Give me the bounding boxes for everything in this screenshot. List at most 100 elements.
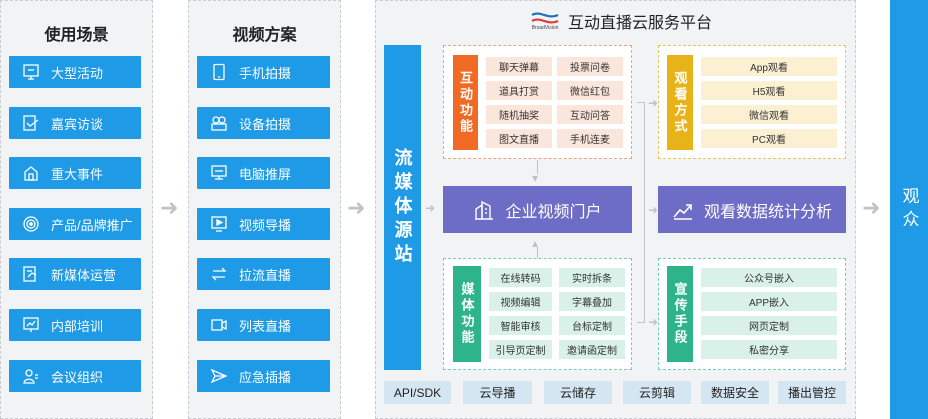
interactive-cell: 道具打赏 — [486, 81, 552, 100]
scene-item-new-media[interactable]: 新媒体运营 — [9, 258, 141, 290]
portal-label: 企业视频门户 — [505, 203, 602, 221]
interactive-tag: 互动功能 — [453, 55, 478, 150]
flow-arrow-3: ➜ — [862, 195, 881, 220]
video-director-icon — [209, 214, 229, 234]
viewing-cell: 微信观看 — [701, 105, 837, 124]
middle-bracket-top — [637, 102, 645, 103]
bracket-arrow-top: ➜ — [648, 96, 659, 110]
viewing-cell: H5观看 — [701, 81, 837, 100]
portal-buildings-icon — [475, 200, 494, 220]
scene-item-major-event[interactable]: 重大事件 — [9, 157, 141, 189]
analytics-box: 观看数据统计分析 — [658, 186, 846, 233]
media-up-arrow: ▴ — [532, 236, 539, 250]
training-board-icon — [21, 315, 41, 335]
solution-label: 电脑推屏 — [239, 166, 292, 182]
promotion-cell: 私密分享 — [701, 340, 837, 359]
bottom-cloud-storage[interactable]: 云储存 — [544, 381, 612, 404]
solution-item-emergency[interactable]: 应急插播 — [197, 360, 330, 392]
scene-label: 内部培训 — [51, 318, 104, 334]
media-connector — [537, 246, 538, 258]
analytics-label: 观看数据统计分析 — [703, 203, 832, 221]
trend-chart-icon — [673, 203, 692, 220]
scene-label: 会议组织 — [51, 369, 104, 385]
solution-label: 列表直播 — [239, 318, 292, 334]
viewing-tag: 观看方式 — [667, 55, 693, 150]
bottom-cloud-director[interactable]: 云导播 — [463, 381, 532, 404]
solution-item-list-live[interactable]: 列表直播 — [197, 309, 330, 341]
broadvision-logo-icon: BroadVision — [530, 11, 560, 31]
flow-arrow-1: ➜ — [160, 195, 179, 220]
media-tag: 媒体功能 — [453, 266, 481, 362]
phone-icon — [209, 62, 229, 82]
solution-label: 视频导播 — [239, 217, 292, 233]
send-icon — [209, 366, 229, 386]
viewing-cell: PC观看 — [701, 129, 837, 148]
scene-label: 产品/品牌推广 — [51, 217, 133, 233]
media-cell: 实时拆条 — [559, 268, 625, 287]
bottom-api-sdk[interactable]: API/SDK — [384, 381, 451, 404]
scene-item-promotion[interactable]: 产品/品牌推广 — [9, 208, 141, 240]
media-cell: 字幕叠加 — [559, 292, 625, 311]
logo-text: BroadVision — [531, 25, 559, 31]
interactive-cell: 互动问答 — [557, 105, 623, 124]
interactive-down-arrow: ▾ — [532, 171, 539, 185]
solution-label: 拉流直播 — [239, 267, 292, 283]
target-icon — [21, 214, 41, 234]
platform-title: 互动直播云服务平台 — [568, 15, 713, 32]
meeting-icon — [21, 366, 41, 386]
scene-label: 嘉宾访谈 — [51, 116, 104, 132]
scene-item-meeting[interactable]: 会议组织 — [9, 360, 141, 392]
event-board-icon — [21, 62, 41, 82]
station-to-portal-arrow: ➜ — [425, 201, 436, 215]
media-station: 流媒体源站 — [384, 45, 421, 370]
solution-item-screen[interactable]: 电脑推屏 — [197, 157, 330, 189]
scene-item-interview[interactable]: 嘉宾访谈 — [9, 107, 141, 139]
video-list-icon — [209, 315, 229, 335]
solution-label: 应急插播 — [239, 369, 292, 385]
solution-label: 手机拍摄 — [239, 65, 292, 81]
media-cell: 视频编辑 — [489, 292, 552, 311]
promotion-tag: 宣传手段 — [667, 266, 693, 362]
swap-arrows-icon — [209, 264, 229, 284]
media-cell: 邀请函定制 — [559, 340, 625, 359]
solution-item-devices[interactable]: 设备拍摄 — [197, 107, 330, 139]
promotion-cell: 网页定制 — [701, 316, 837, 335]
scene-item-event[interactable]: 大型活动 — [9, 56, 141, 88]
middle-bracket-vertical — [644, 102, 645, 323]
solution-item-director[interactable]: 视频导播 — [197, 208, 330, 240]
bottom-broadcast-control[interactable]: 播出管控 — [778, 381, 846, 404]
bracket-arrow-mid: ➜ — [648, 203, 659, 217]
platform-header: BroadVision 互动直播云服务平台 — [530, 8, 712, 34]
solution-item-pull-stream[interactable]: 拉流直播 — [197, 258, 330, 290]
interactive-cell: 微信红包 — [557, 81, 623, 100]
solutions-title: 视频方案 — [232, 27, 297, 44]
media-cell: 智能审核 — [489, 316, 552, 335]
interactive-connector — [537, 160, 538, 174]
audience-box: 观众 — [890, 0, 928, 419]
media-icon — [21, 264, 41, 284]
promotion-cell: APP嵌入 — [701, 292, 837, 311]
interactive-cell: 聊天弹幕 — [486, 57, 552, 76]
promotion-cell: 公众号嵌入 — [701, 268, 837, 287]
interactive-cell: 随机抽奖 — [486, 105, 552, 124]
monitor-icon — [209, 163, 229, 183]
interactive-cell: 投票问卷 — [557, 57, 623, 76]
viewing-cell: App观看 — [701, 57, 837, 76]
media-cell: 引导页定制 — [489, 340, 552, 359]
scene-item-training[interactable]: 内部培训 — [9, 309, 141, 341]
bottom-data-security[interactable]: 数据安全 — [701, 381, 769, 404]
solution-item-phone[interactable]: 手机拍摄 — [197, 56, 330, 88]
solution-label: 设备拍摄 — [239, 116, 292, 132]
scene-label: 新媒体运营 — [51, 267, 117, 283]
flow-arrow-2: ➜ — [347, 195, 366, 220]
media-cell: 在线转码 — [489, 268, 552, 287]
portal-box: 企业视频门户 — [443, 186, 632, 233]
bracket-arrow-bottom: ➜ — [648, 315, 659, 329]
scene-label: 重大事件 — [51, 166, 104, 182]
interactive-cell: 图文直播 — [486, 129, 552, 148]
interview-icon — [21, 113, 41, 133]
middle-bracket-bottom — [637, 322, 645, 323]
bottom-cloud-editing[interactable]: 云剪辑 — [623, 381, 691, 404]
scenes-title: 使用场景 — [44, 27, 109, 44]
interactive-cell: 手机连麦 — [557, 129, 623, 148]
